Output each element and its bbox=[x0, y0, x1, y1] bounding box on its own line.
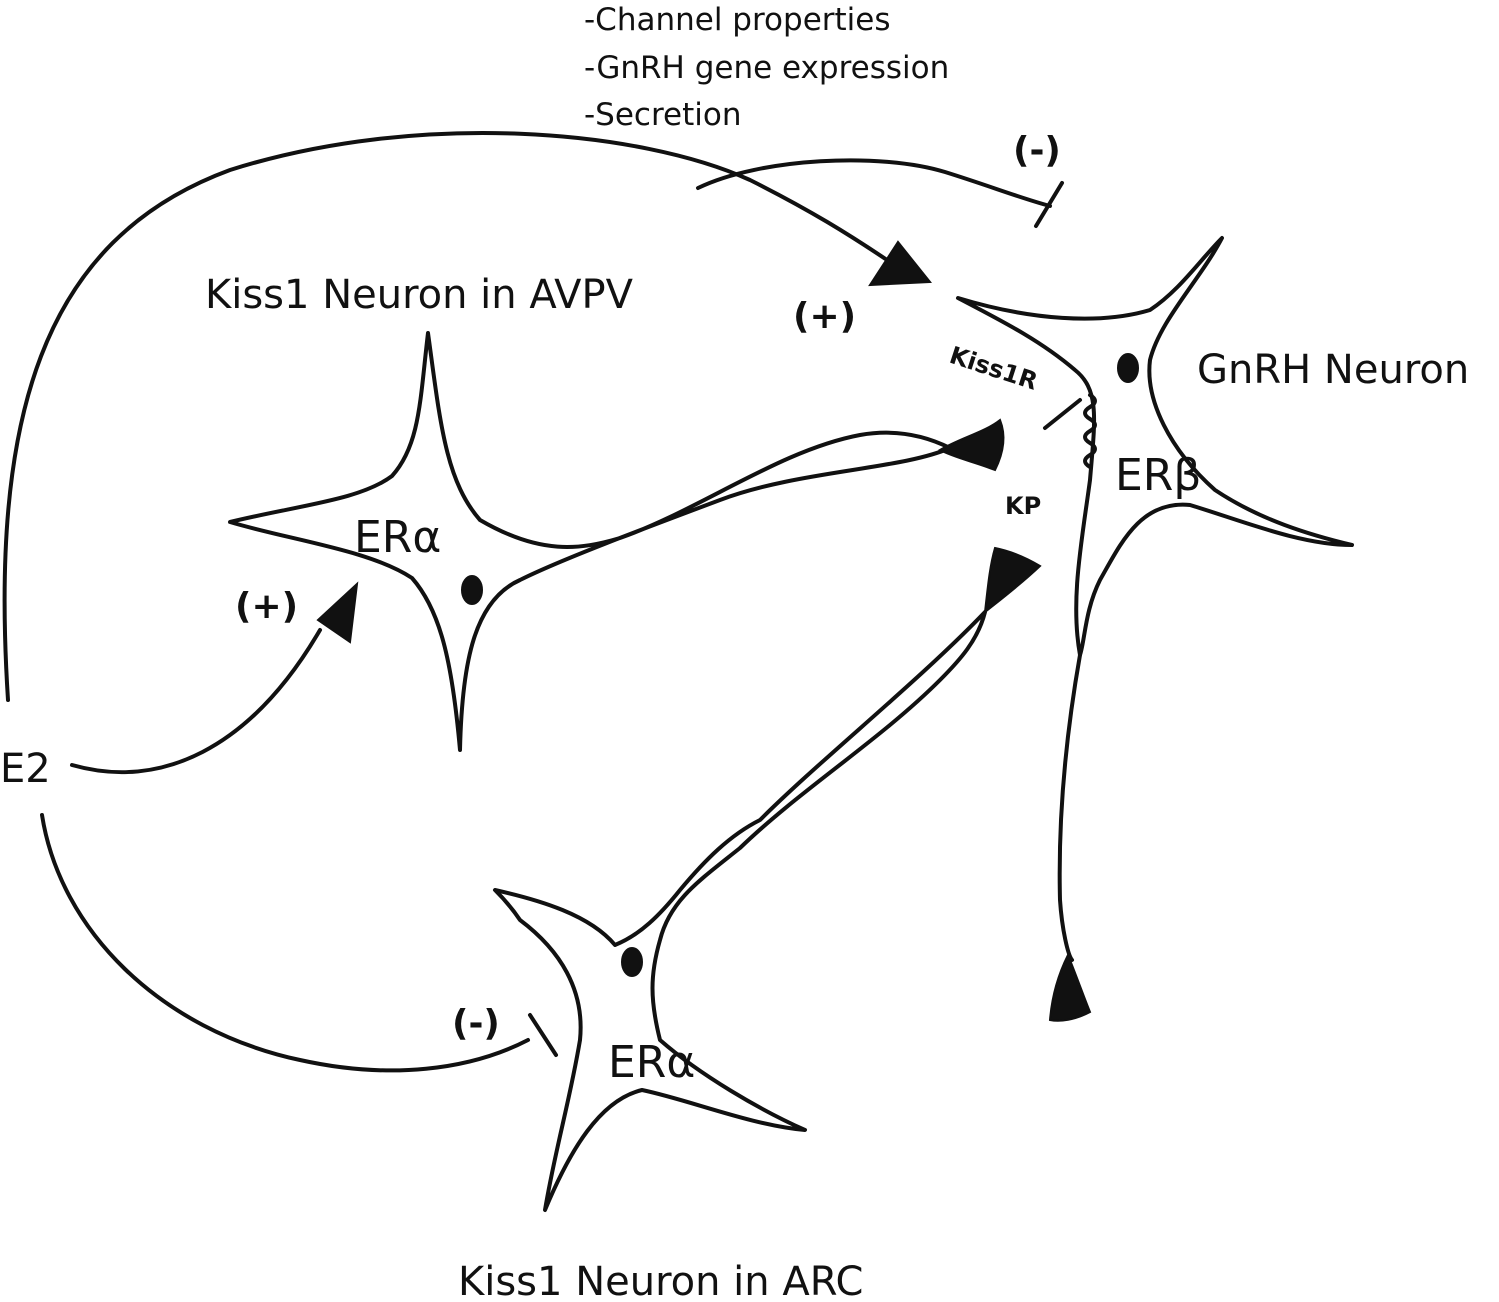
arc-axon-terminal bbox=[983, 546, 1042, 615]
arc-inhibition-bar bbox=[528, 1013, 558, 1057]
gnrh-inhibition-line bbox=[696, 158, 1052, 208]
avpv-nucleus bbox=[461, 575, 483, 605]
effects-list: -Channel properties -GnRH gene expressio… bbox=[584, 2, 949, 133]
gnrh-er-beta-label: ERβ bbox=[1115, 450, 1201, 501]
gnrh-activation-sign: (+) bbox=[793, 296, 856, 337]
avpv-activation-arrowhead bbox=[316, 581, 359, 644]
arc-er-alpha-label: ERα bbox=[608, 1037, 695, 1088]
avpv-activation-sign: (+) bbox=[235, 586, 298, 627]
arc-nucleus bbox=[621, 947, 643, 977]
effect-channel-properties: -Channel properties bbox=[584, 2, 891, 38]
gnrh-axon bbox=[1057, 653, 1082, 962]
kiss1r-label: Kiss1R bbox=[946, 341, 1041, 396]
e2-to-avpv-arrow bbox=[70, 628, 322, 775]
gnrh-axon-terminal bbox=[1048, 952, 1092, 1022]
e2-to-arc-inhibition-line bbox=[40, 813, 530, 1073]
e2-to-gnrh-arc bbox=[2, 131, 892, 702]
avpv-axon-terminal bbox=[937, 418, 1005, 472]
effect-gnrh-gene-expression: -GnRH gene expression bbox=[584, 50, 949, 86]
gnrh-inhibition-bar bbox=[1034, 181, 1064, 228]
arc-inhibition-sign: (-) bbox=[452, 1003, 500, 1044]
gnrh-neuron-label: GnRH Neuron bbox=[1197, 347, 1469, 393]
gnrh-nucleus bbox=[1117, 353, 1139, 383]
arc-neuron-label: Kiss1 Neuron in ARC bbox=[458, 1259, 863, 1302]
gnrh-activation-arrowhead bbox=[868, 240, 933, 287]
effect-secretion: -Secretion bbox=[584, 97, 742, 133]
arc-kiss1-neuron bbox=[493, 610, 987, 1212]
kp-label: KP bbox=[1005, 492, 1041, 520]
avpv-neuron-label: Kiss1 Neuron in AVPV bbox=[205, 272, 634, 318]
kiss1r-receptor bbox=[1083, 393, 1097, 469]
gnrh-inhibition-sign: (-) bbox=[1013, 130, 1061, 171]
gnrh-neuron bbox=[956, 236, 1354, 657]
e2-label: E2 bbox=[0, 746, 51, 792]
kiss1r-pointer bbox=[1043, 398, 1082, 430]
avpv-kiss1-neuron bbox=[228, 331, 952, 752]
avpv-er-alpha-label: ERα bbox=[354, 512, 441, 563]
